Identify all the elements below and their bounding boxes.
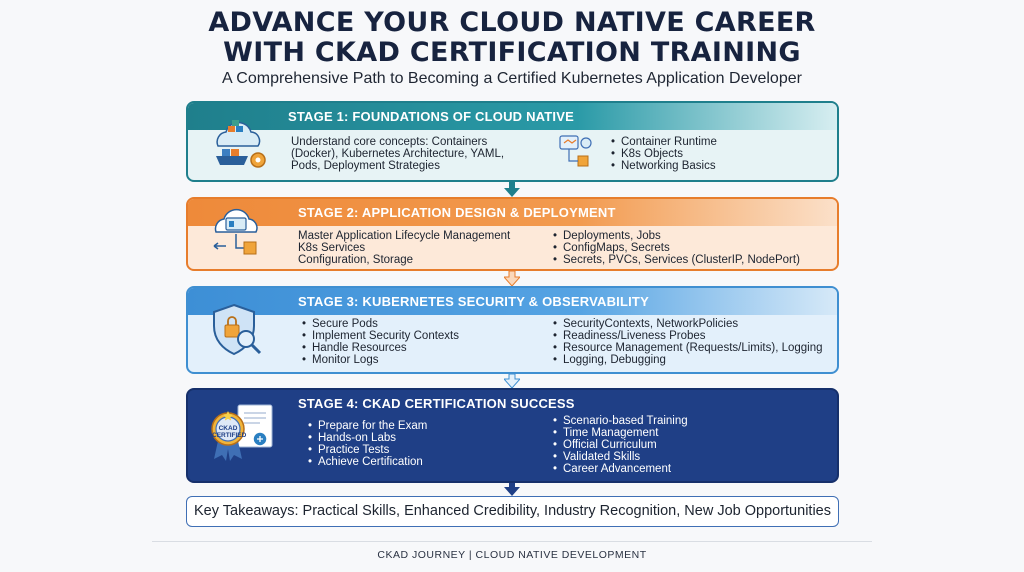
stage-4-right-topics: Scenario-based Training Time Management …: [553, 415, 688, 475]
stage-1-card: STAGE 1: FOUNDATIONS OF CLOUD NATIVE Und…: [186, 101, 839, 182]
arrow-down-icon: [504, 182, 520, 197]
stage-3-card: STAGE 3: KUBERNETES SECURITY & OBSERVABI…: [186, 286, 839, 374]
stage-1-topic: Container Runtime: [611, 136, 717, 148]
stage-4-left-topic: Practice Tests: [308, 444, 427, 456]
stage-3-right-topic: Readiness/Liveness Probes: [553, 330, 823, 342]
stage-2-card: STAGE 2: APPLICATION DESIGN & DEPLOYMENT…: [186, 197, 839, 271]
stage-4-right-topic: Validated Skills: [553, 451, 688, 463]
stage-1-title: STAGE 1: FOUNDATIONS OF CLOUD NATIVE: [188, 103, 837, 130]
stage-4-right-topic: Career Advancement: [553, 463, 688, 475]
arrow-down-icon: [504, 374, 520, 388]
stage-2-topic: Secrets, PVCs, Services (ClusterIP, Node…: [553, 254, 800, 266]
stage-1-desc-line: (Docker), Kubernetes Architecture, YAML,: [291, 148, 505, 160]
stage-3-left-topic: Monitor Logs: [302, 354, 459, 366]
shield-lock-icon: [213, 303, 262, 356]
stage-3-left-topic: Secure Pods: [302, 318, 459, 330]
footer-caption: CKAD JOURNEY | CLOUD NATIVE DEVELOPMENT: [377, 549, 647, 561]
stage-3-left-topic: Handle Resources: [302, 342, 459, 354]
stage-2-description: Master Application Lifecycle Management …: [298, 230, 510, 266]
runtime-diagram-icon: [559, 135, 592, 167]
stage-3-title: STAGE 3: KUBERNETES SECURITY & OBSERVABI…: [188, 288, 837, 315]
stage-4-right-topic: Scenario-based Training: [553, 415, 688, 427]
stage-4-right-topic: Official Curriculum: [553, 439, 688, 451]
stage-3-right-topic: Logging, Debugging: [553, 354, 823, 366]
stage-1-topic: K8s Objects: [611, 148, 717, 160]
title-line-1: ADVANCE YOUR CLOUD NATIVE CAREER: [208, 7, 816, 38]
stage-4-title: STAGE 4: CKAD CERTIFICATION SUCCESS: [298, 396, 575, 411]
certificate-badge-icon: [211, 404, 273, 461]
stage-2-desc-line: K8s Services: [298, 242, 366, 254]
key-takeaways-box: Key Takeaways: Practical Skills, Enhance…: [186, 496, 839, 527]
stage-3-right-topic: Resource Management (Requests/Limits), L…: [553, 342, 823, 354]
stage-1-desc-line: Pods, Deployment Strategies: [291, 160, 440, 172]
stage-2-desc-line: Configuration, Storage: [298, 254, 414, 266]
stage-3-right-topic: SecurityContexts, NetworkPolicies: [553, 318, 823, 330]
stage-1-topics: Container Runtime K8s Objects Networking…: [611, 136, 717, 172]
stage-2-desc-line: Master Application Lifecycle Management: [298, 230, 511, 242]
stage-1-desc-line: Understand core concepts: Containers: [291, 136, 488, 148]
stage-3-left-topic: Implement Security Contexts: [302, 330, 459, 342]
page-subtitle: A Comprehensive Path to Becoming a Certi…: [222, 70, 802, 87]
badge-text: CKAD CERTIFIED: [212, 425, 247, 439]
stage-4-right-topic: Time Management: [553, 427, 688, 439]
stage-4-card: STAGE 4: CKAD CERTIFICATION SUCCESS CKAD…: [186, 388, 839, 483]
stage-3-left-topics: Secure Pods Implement Security Contexts …: [302, 318, 459, 366]
arrow-down-icon: [504, 271, 520, 286]
stage-4-left-topic: Achieve Certification: [308, 456, 427, 468]
stage-2-topic: Deployments, Jobs: [553, 230, 800, 242]
stage-4-left-topic: Hands-on Labs: [308, 432, 427, 444]
page-title: ADVANCE YOUR CLOUD NATIVE CAREER WITH CK…: [0, 8, 1024, 68]
stage-2-title: STAGE 2: APPLICATION DESIGN & DEPLOYMENT: [188, 199, 837, 226]
stage-1-description: Understand core concepts: Containers (Do…: [291, 136, 504, 172]
stage-4-left-topics: Prepare for the Exam Hands-on Labs Pract…: [308, 420, 427, 468]
cloud-container-icon: [216, 120, 266, 168]
arrow-down-icon: [504, 483, 520, 496]
stage-2-topic: ConfigMaps, Secrets: [553, 242, 800, 254]
stage-3-right-topics: SecurityContexts, NetworkPolicies Readin…: [553, 318, 823, 366]
stage-2-topics: Deployments, Jobs ConfigMaps, Secrets Se…: [553, 230, 800, 266]
footer-divider: [152, 541, 872, 542]
stage-4-left-topic: Prepare for the Exam: [308, 420, 427, 432]
cloud-deploy-icon: [213, 208, 258, 255]
stage-1-topic: Networking Basics: [611, 160, 717, 172]
title-line-2: WITH CKAD CERTIFICATION TRAINING: [223, 37, 801, 68]
